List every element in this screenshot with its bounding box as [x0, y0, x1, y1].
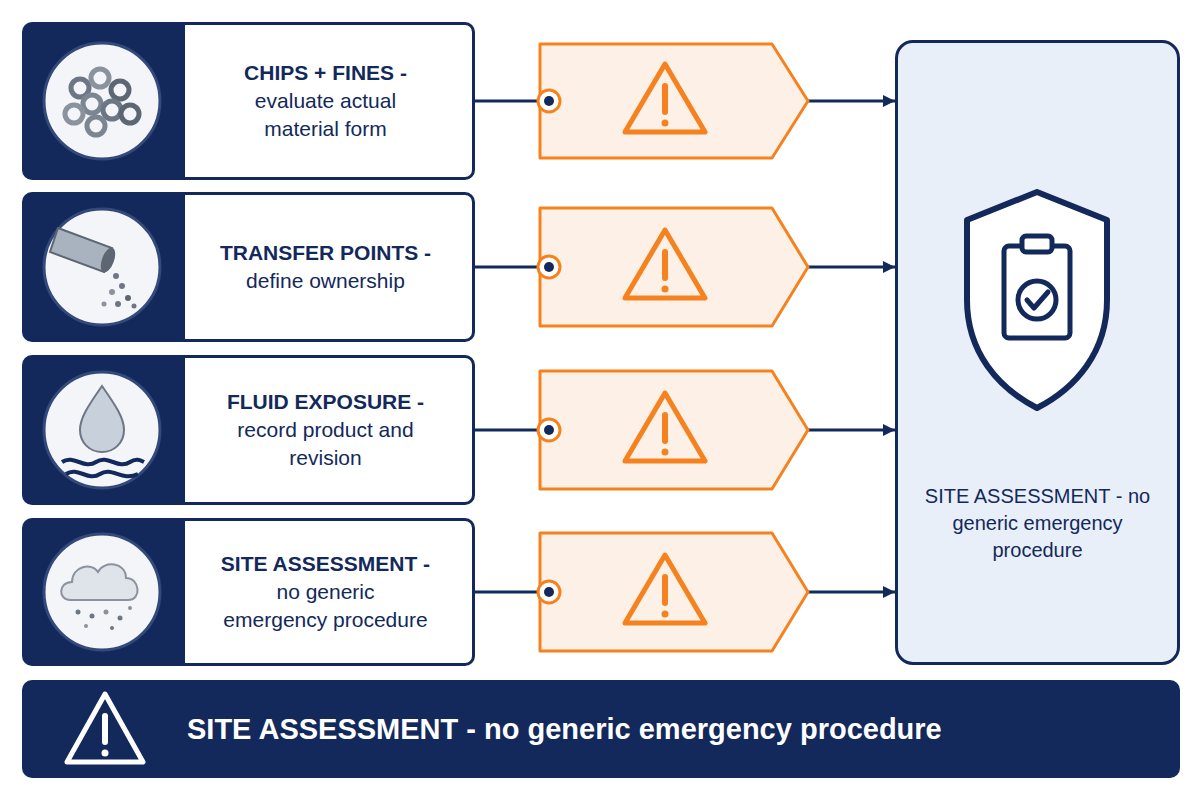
warning-icon-part [102, 716, 108, 742]
warning-tag-part [538, 256, 560, 278]
shield-icon-part [1022, 236, 1052, 252]
dust-icon-part [84, 624, 88, 628]
warning-tag-part [540, 44, 808, 158]
transfer-icon-part [102, 302, 107, 307]
warning-tag-part [540, 208, 808, 326]
hazard-heading: CHIPS + FINES - [191, 59, 461, 87]
hazard-note: define ownership [223, 267, 428, 295]
warning-tag [538, 208, 808, 326]
fluid-icon-part [80, 386, 124, 452]
fluid-icon-part [66, 472, 138, 477]
warning-tag-part [625, 64, 705, 132]
warning-tag-part [625, 393, 705, 461]
hazard-heading: SITE ASSESSMENT - [191, 550, 461, 578]
transfer-icon-part [119, 283, 125, 289]
warning-tag [538, 371, 808, 489]
warning-tag-part [662, 286, 669, 293]
shield-icon [967, 192, 1107, 408]
warning-tag-part [662, 415, 668, 441]
shield-icon-part [1004, 246, 1070, 338]
dust-icon-part [90, 614, 95, 619]
warning-tag-part [662, 86, 668, 112]
warning-tag-part [538, 90, 560, 112]
hazard-note: evaluate actual material form [223, 87, 428, 143]
panel-text: SITE ASSESSMENT - no generic emergency p… [915, 483, 1160, 564]
transfer-icon [44, 209, 160, 325]
hazard-note: record product and revision [223, 416, 428, 472]
warning-tag-part [662, 252, 668, 278]
chips-icon-part [103, 101, 121, 119]
warning-tag-part [538, 581, 560, 603]
transfer-icon-part [98, 246, 118, 275]
warning-tag-part [544, 425, 554, 435]
dust-icon-part [104, 610, 109, 615]
chips-icon-part [91, 69, 109, 87]
transfer-icon-part [125, 295, 131, 301]
shield-icon-part [1027, 292, 1048, 308]
hazard-heading: TRANSFER POINTS - [191, 239, 461, 267]
warning-tag-part [662, 449, 669, 456]
chips-icon-part [87, 117, 105, 135]
hazard-heading: FLUID EXPOSURE - [191, 388, 461, 416]
warning-icon-part [102, 750, 109, 757]
chips-icon-part [121, 105, 139, 123]
dust-icon-part [61, 564, 137, 600]
transfer-icon-part [115, 301, 121, 307]
transfer-icon-part [132, 304, 137, 309]
warning-tag-part [540, 371, 808, 489]
shield-icon-part [1018, 281, 1056, 319]
chips-icon [44, 43, 160, 159]
fluid-icon-part [44, 372, 160, 488]
dust-icon [44, 534, 160, 650]
dust-icon-part [118, 616, 123, 621]
warning-tag-part [625, 230, 705, 298]
band-text: SITE ASSESSMENT - no generic emergency p… [187, 711, 942, 747]
hazard-note: no generic emergency procedure [223, 578, 428, 634]
transfer-icon-part [113, 273, 119, 279]
footer-band: SITE ASSESSMENT - no generic emergency p… [22, 680, 1180, 778]
warning-tag-part [538, 419, 560, 441]
warning-tag [538, 44, 808, 158]
warning-icon [67, 694, 143, 762]
chips-icon-part [83, 95, 101, 113]
warning-tag-part [662, 120, 669, 127]
transfer-icon-part [109, 289, 115, 295]
warning-tag-part [662, 577, 668, 603]
warning-tag-part [544, 96, 554, 106]
warning-tag [538, 533, 808, 651]
dust-icon-part [110, 626, 114, 630]
transfer-icon-part [44, 209, 160, 325]
dust-icon-part [128, 606, 132, 610]
warning-icon-part [67, 694, 143, 762]
warning-tag-part [625, 555, 705, 623]
fluid-icon-part [62, 460, 144, 465]
warning-tag-part [544, 587, 554, 597]
shield-icon-part [967, 192, 1107, 408]
warning-tag-part [662, 611, 669, 618]
chips-icon-part [65, 105, 83, 123]
warning-tag-part [544, 262, 554, 272]
dust-icon-part [44, 534, 160, 650]
fluid-icon [44, 372, 160, 488]
dust-icon-part [76, 610, 81, 615]
chips-icon-part [111, 81, 129, 99]
warning-tag-part [540, 533, 808, 651]
chips-icon-part [44, 43, 160, 159]
